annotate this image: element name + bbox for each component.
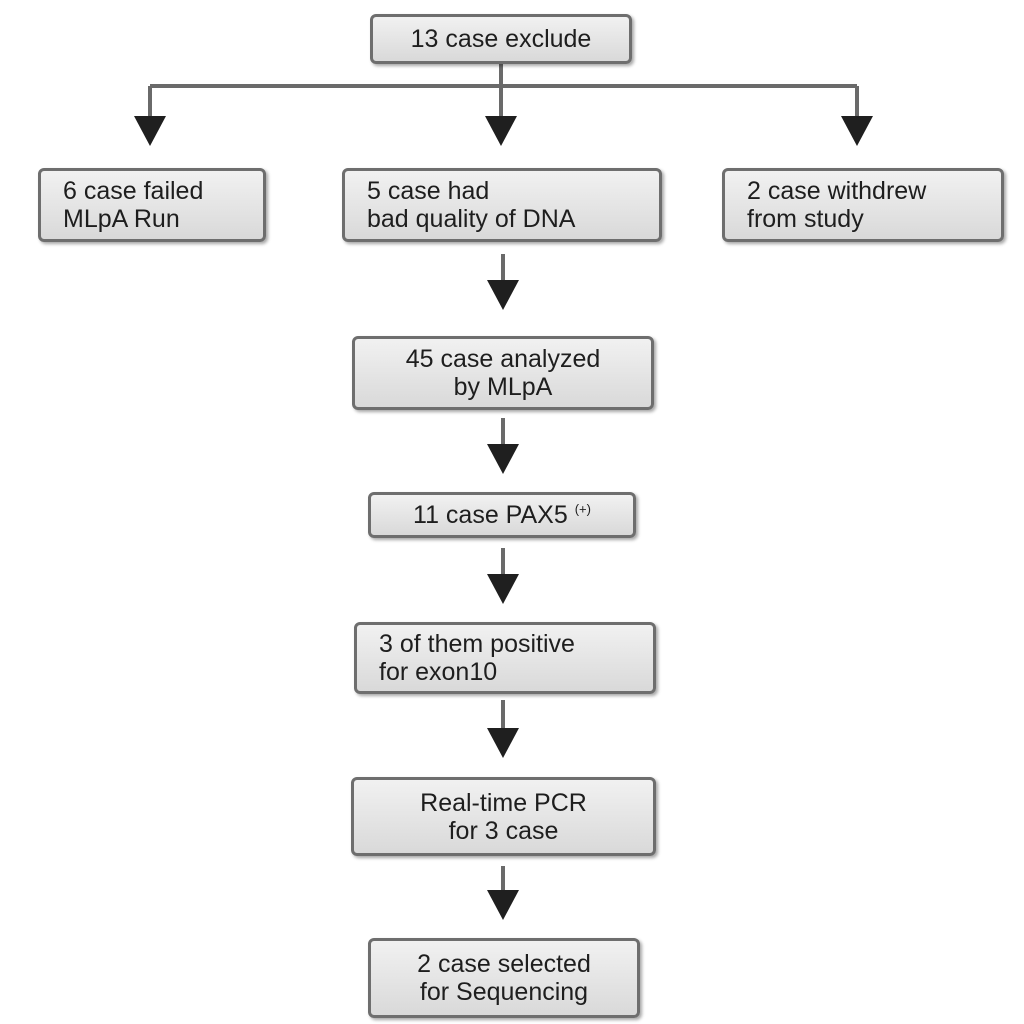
- node-pax5-line: 11 case PAX5 (+): [377, 501, 627, 529]
- node-real-time-pcr: Real-time PCR for 3 case: [351, 777, 656, 856]
- node-analyzed-line-1: 45 case analyzed: [405, 345, 601, 373]
- arrowhead-4: [487, 574, 519, 604]
- node-positive-line-2: for exon10: [379, 658, 498, 686]
- arrowhead-left: [134, 116, 166, 146]
- node-withdrew-line-2: from study: [747, 205, 864, 233]
- arrowhead-right: [841, 116, 873, 146]
- node-failed-mlpa-run: 6 case failed MLpA Run: [38, 168, 266, 242]
- node-failed-line-1: 6 case failed: [63, 177, 204, 205]
- arrowhead-middle: [485, 116, 517, 146]
- node-bad-dna-quality: 5 case had bad quality of DNA: [342, 168, 662, 242]
- node-bad-dna-line-2: bad quality of DNA: [367, 205, 576, 233]
- node-positive-exon10: 3 of them positive for exon10: [354, 622, 656, 694]
- node-selected-line-2: for Sequencing: [419, 978, 589, 1006]
- node-analyzed-line-2: by MLpA: [453, 373, 553, 401]
- node-analyzed-by-mlpa: 45 case analyzed by MLpA: [352, 336, 654, 410]
- node-pax5-cases: 11 case PAX5 (+): [368, 492, 636, 538]
- node-excluded-text: 13 case exclude: [410, 25, 592, 53]
- node-pax5-text: 11 case PAX5: [413, 501, 568, 529]
- node-excluded-cases: 13 case exclude: [370, 14, 632, 64]
- node-selected-for-sequencing: 2 case selected for Sequencing: [368, 938, 640, 1018]
- arrowhead-5: [487, 728, 519, 758]
- node-pcr-line-2: for 3 case: [448, 816, 559, 845]
- node-pax5-superscript: (+): [574, 501, 591, 517]
- arrowhead-3: [487, 444, 519, 474]
- node-withdrew-line-1: 2 case withdrew: [747, 177, 927, 205]
- arrowhead-2: [487, 280, 519, 310]
- node-withdrew-from-study: 2 case withdrew from study: [722, 168, 1004, 242]
- node-positive-line-1: 3 of them positive: [379, 630, 575, 658]
- node-pcr-line-1: Real-time PCR: [420, 788, 587, 817]
- node-failed-line-2: MLpA Run: [63, 205, 180, 233]
- arrowhead-6: [487, 890, 519, 920]
- node-selected-line-1: 2 case selected: [417, 950, 591, 978]
- node-bad-dna-line-1: 5 case had: [367, 177, 490, 205]
